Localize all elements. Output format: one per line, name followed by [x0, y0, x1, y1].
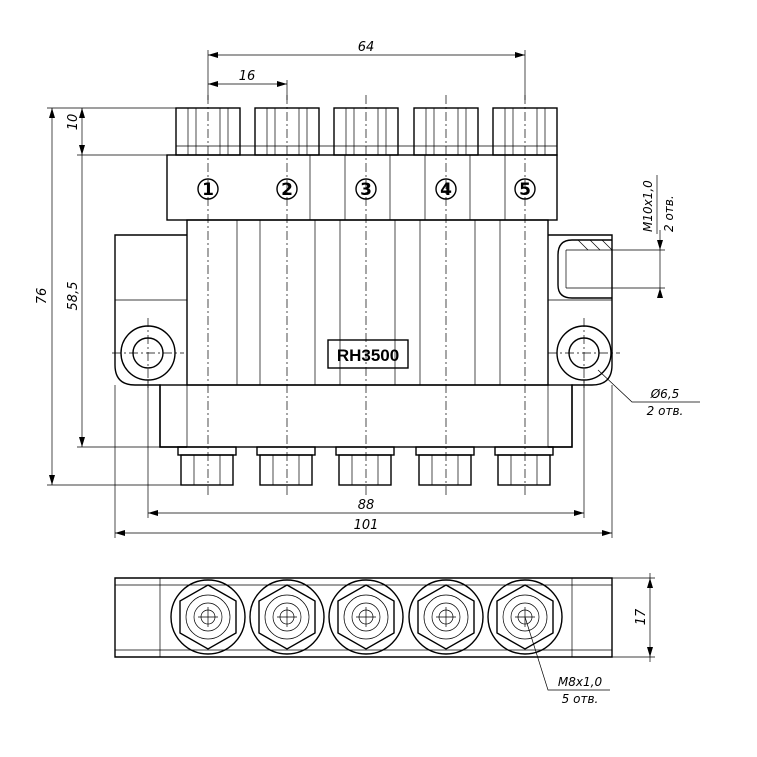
bottom-fitting-5	[497, 454, 551, 486]
model-label: RH3500	[337, 346, 399, 365]
section-dividers	[236, 155, 506, 385]
port-numbers: 1 2 3 4 5	[197, 178, 536, 200]
side-thread-port	[557, 239, 612, 299]
bottom-outlet-1	[170, 579, 246, 655]
dimensions: 64 16 76 10 58,5 88 101	[35, 40, 665, 538]
callout-mount-hole-size: Ø6,5	[650, 387, 680, 401]
bottom-outlet-3	[328, 579, 404, 655]
model-label-box	[327, 339, 409, 369]
dim-height-body: 58,5	[66, 282, 81, 311]
dim-pitch: 16	[239, 69, 256, 84]
bottom-fitting-3	[338, 454, 392, 486]
center-lines	[207, 95, 526, 495]
port-number-2: 2	[281, 180, 293, 200]
callout-side-thread-size: M10x1,0	[641, 180, 655, 232]
dim-height-top: 10	[66, 114, 81, 131]
top-fittings	[175, 107, 558, 156]
side-thread-inner	[565, 249, 612, 289]
dim-width-total: 101	[354, 518, 379, 533]
left-flange-inner	[115, 235, 188, 447]
port-number-4: 4	[440, 180, 452, 200]
port-number-3: 3	[360, 180, 372, 200]
side-thread-hatch	[577, 239, 613, 251]
dim-hole-spacing: 88	[358, 498, 375, 513]
dim-pitch-total: 64	[358, 40, 375, 55]
bottom-fitting-4	[418, 454, 472, 486]
bottom-fitting-2	[259, 454, 313, 486]
port-number-1: 1	[202, 180, 214, 200]
bottom-outlet-2	[249, 579, 325, 655]
callout-mount-hole-count: 2 отв.	[647, 404, 684, 418]
front-view: 1 2 3 4 5 RH3500	[112, 95, 620, 495]
dim-depth: 17	[634, 608, 649, 625]
bottom-view-body	[114, 577, 613, 658]
port-number-5: 5	[519, 180, 531, 200]
right-flange	[548, 234, 613, 448]
dim-height-total: 76	[35, 288, 50, 305]
bottom-fitting-1	[180, 454, 234, 486]
callout-outlet-thread-size: M8x1,0	[558, 675, 603, 689]
bottom-fittings	[177, 446, 554, 486]
callout-outlet-thread-count: 5 отв.	[562, 692, 599, 706]
callouts: M10x1,0 2 отв. Ø6,5 2 отв. M8x1,0 5 отв.	[524, 175, 700, 706]
left-flange	[114, 234, 187, 448]
callout-side-thread-count: 2 отв.	[662, 195, 676, 232]
bottom-view: 17	[114, 573, 655, 662]
